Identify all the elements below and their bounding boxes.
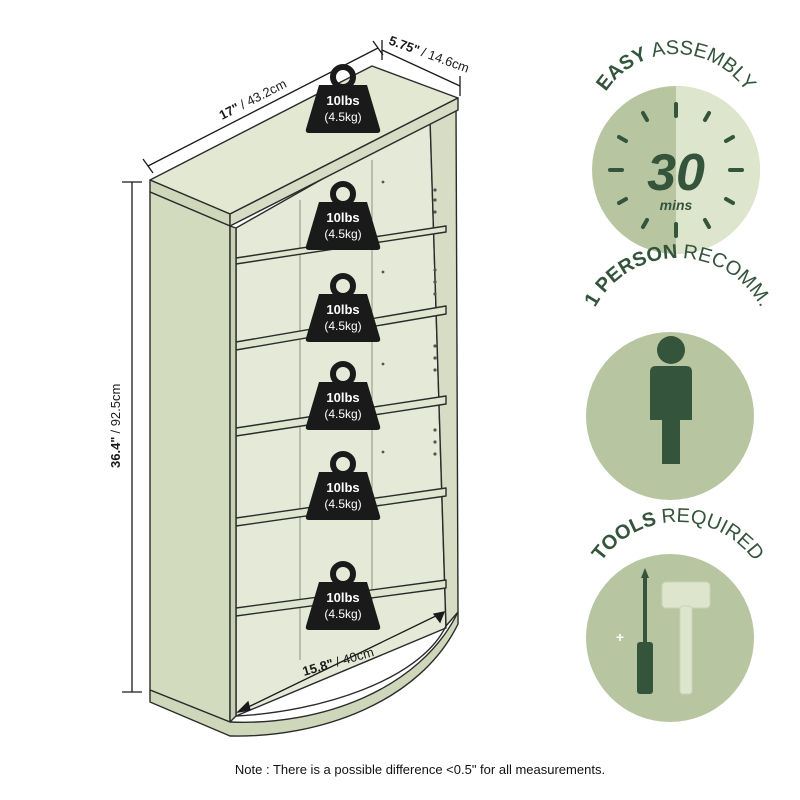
weight-kg: (4.5kg) [324,110,361,124]
weight-lbs: 10lbs [326,480,359,495]
weight-tag: 10lbs (4.5kg) [305,451,381,520]
weight-lbs: 10lbs [326,210,359,225]
weight-lbs: 10lbs [326,302,359,317]
weight-kg: (4.5kg) [324,407,361,421]
weight-tag: 10lbs (4.5kg) [305,361,381,430]
weight-tag: 10lbs (4.5kg) [305,273,381,342]
weight-lbs: 10lbs [326,93,359,108]
shelf-peg-holes [381,180,437,456]
weight-icon [305,382,381,430]
weight-icon [305,294,381,342]
person-icon [650,336,692,464]
badge-tools-required: + TOOLSREQUIRED [586,505,768,722]
clock-icon [608,102,744,238]
bookcase-base [149,611,459,737]
height-dimension: 36.4"/ 92.5cm [108,384,123,468]
assembly-unit: mins [660,197,693,213]
weight-kg: (4.5kg) [324,319,361,333]
weight-lbs: 10lbs [326,390,359,405]
weight-tag: 10lbs (4.5kg) [305,561,381,630]
weight-lbs: 10lbs [326,590,359,605]
bookcase-illustration [149,65,459,737]
tools-icon: + [616,568,711,695]
weight-icon [305,582,381,630]
weight-icon [305,85,381,133]
badge-easy-assembly: 30 mins EASYASSEMBLY [592,37,760,254]
weight-tag: 10lbs (4.5kg) [305,64,381,133]
weight-icon [305,472,381,520]
weight-icon [305,202,381,250]
weight-kg: (4.5kg) [324,497,361,511]
measurement-note: Note : There is a possible difference <0… [234,762,606,777]
svg-text:+: + [616,629,624,645]
assembly-minutes: 30 [647,144,705,202]
weight-kg: (4.5kg) [324,607,361,621]
weight-capacity-tags: 10lbs(4.5kg)10lbs(4.5kg)10lbs(4.5kg)10lb… [305,64,381,630]
weight-kg: (4.5kg) [324,227,361,241]
weight-tag-ring [330,64,356,90]
bookcase-left-panel [149,191,231,723]
depth-dimension: 5.75"/ 14.6cm [387,33,471,76]
weight-tag: 10lbs (4.5kg) [305,181,381,250]
dimension-lines [122,40,461,713]
